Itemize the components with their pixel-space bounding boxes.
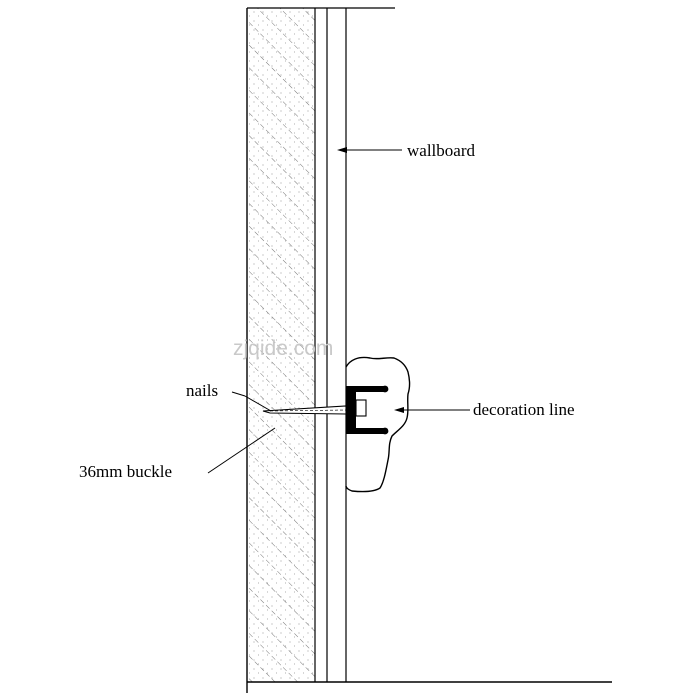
decoration-line-profile — [345, 356, 411, 493]
decoration-line-label: decoration line — [473, 400, 575, 419]
masonry-wall — [246, 7, 395, 693]
nails-leader — [231, 391, 272, 412]
wallboard-panel — [326, 8, 347, 682]
buckle-leader — [207, 427, 276, 474]
buckle-clip — [346, 385, 389, 435]
watermark-text: zjqide.com — [233, 337, 333, 360]
wallboard-label: wallboard — [407, 141, 475, 160]
decoration-line-leader — [394, 407, 470, 413]
buckle-label: 36mm buckle — [79, 462, 172, 481]
wallboard-leader — [337, 147, 402, 153]
nail — [262, 405, 347, 415]
nails-label: nails — [186, 381, 218, 400]
